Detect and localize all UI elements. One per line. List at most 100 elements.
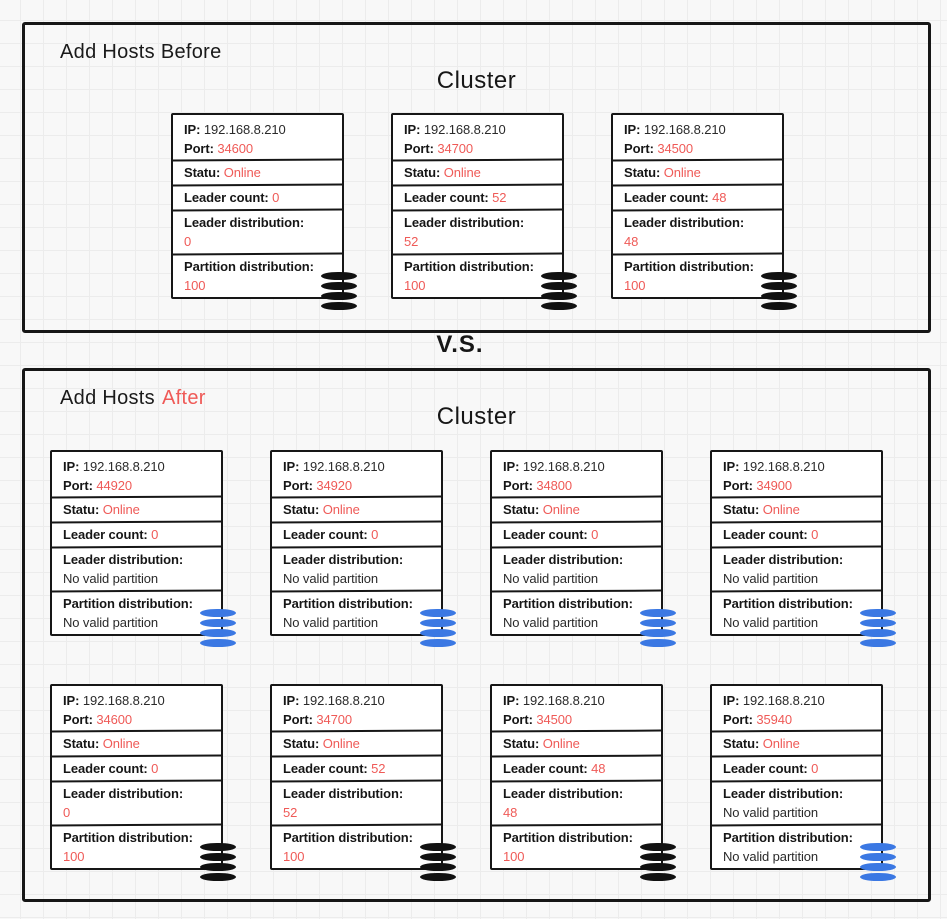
leader-distribution-value: No valid partition [283,571,379,586]
host-ip-port-block: IP: 192.168.8.210 Port: 34600 [173,115,342,159]
host-partition-distribution-block: Partition distribution: No valid partiti… [712,826,881,868]
host-card: IP: 192.168.8.210 Port: 34700 Statu: Onl… [391,113,577,310]
database-black-icon [200,842,236,881]
leader-distribution-value: No valid partition [503,571,599,586]
port-label: Port: [624,141,654,156]
leader-distribution-label: Leader distribution: [723,552,844,567]
ip-label: IP: [404,122,421,137]
host-ip-line: IP: 192.168.8.210 [63,457,217,476]
leader-count-value: 0 [151,527,159,542]
host-status-line: Statu: Online [492,732,661,755]
port-value: 34500 [536,712,573,727]
status-value: Online [102,736,140,751]
leader-distribution-label: Leader distribution: [63,552,184,567]
ip-value: 192.168.8.210 [742,693,825,708]
host-ip-line: IP: 192.168.8.210 [723,457,877,476]
host-card: IP: 192.168.8.210 Port: 34800 Statu: Onl… [490,450,676,647]
port-label: Port: [503,712,533,727]
host-port-line: Port: 44920 [63,476,217,495]
leader-distribution-value: No valid partition [723,805,819,820]
database-blue-icon [860,842,896,881]
host-status-line: Statu: Online [272,498,441,521]
host-ip-line: IP: 192.168.8.210 [184,120,338,139]
host-ip-line: IP: 192.168.8.210 [283,691,437,710]
leader-count-value: 52 [371,761,386,776]
port-label: Port: [404,141,434,156]
port-label: Port: [63,712,93,727]
host-status-line: Statu: Online [173,161,342,184]
host-ip-line: IP: 192.168.8.210 [283,457,437,476]
leader-count-value: 0 [272,190,280,205]
leader-distribution-value: 0 [184,234,192,249]
host-leader-distribution-block: Leader distribution: 0 [52,782,221,824]
database-black-icon [541,271,577,310]
host-card: IP: 192.168.8.210 Port: 35940 Statu: Onl… [710,684,896,881]
host-status-line: Statu: Online [393,161,562,184]
status-value: Online [762,502,800,517]
leader-distribution-value: 52 [283,805,298,820]
host-leader-distribution-block: Leader distribution: No valid partition [712,782,881,824]
ip-value: 192.168.8.210 [302,693,385,708]
host-leader-distribution-block: Leader distribution: No valid partition [52,548,221,590]
host-card: IP: 192.168.8.210 Port: 34600 Statu: Onl… [171,113,357,310]
host-card: IP: 192.168.8.210 Port: 34600 Statu: Onl… [50,684,236,881]
host-status-line: Statu: Online [272,732,441,755]
port-value: 34800 [536,478,573,493]
host-leader-count-line: Leader count: 0 [52,757,221,780]
partition-distribution-value: No valid partition [723,849,819,864]
leader-count-value: 0 [811,527,819,542]
host-port-line: Port: 34900 [723,476,877,495]
port-value: 34900 [756,478,793,493]
after-host-cards-row2: IP: 192.168.8.210 Port: 34600 Statu: Onl… [50,684,896,881]
host-port-line: Port: 34500 [624,139,778,158]
status-value: Online [102,502,140,517]
leader-distribution-label: Leader distribution: [404,215,525,230]
leader-distribution-label: Leader distribution: [283,552,404,567]
partition-distribution-label: Partition distribution: [283,596,413,611]
host-card: IP: 192.168.8.210 Port: 34500 Statu: Onl… [611,113,797,310]
host-ip-port-block: IP: 192.168.8.210 Port: 34500 [613,115,782,159]
port-value: 34600 [217,141,254,156]
host-status-line: Statu: Online [712,732,881,755]
vs-label: V.S. [436,331,484,358]
partition-distribution-label: Partition distribution: [624,259,754,274]
host-port-line: Port: 34800 [503,476,657,495]
leader-distribution-value: 52 [404,234,419,249]
leader-count-label: Leader count: [283,761,368,776]
status-value: Online [443,165,481,180]
partition-distribution-value: No valid partition [503,615,599,630]
host-leader-count-line: Leader count: 0 [173,186,342,209]
status-label: Statu: [503,736,540,751]
host-ip-line: IP: 192.168.8.210 [503,457,657,476]
host-status-line: Statu: Online [52,498,221,521]
host-ip-port-block: IP: 192.168.8.210 Port: 34700 [272,686,441,730]
partition-distribution-value: 100 [283,849,305,864]
host-port-line: Port: 35940 [723,710,877,729]
leader-count-label: Leader count: [624,190,709,205]
ip-value: 192.168.8.210 [423,122,506,137]
status-value: Online [542,502,580,517]
host-partition-distribution-block: Partition distribution: 100 [173,255,342,297]
host-port-line: Port: 34600 [63,710,217,729]
database-black-icon [420,842,456,881]
host-status-line: Statu: Online [52,732,221,755]
host-port-line: Port: 34500 [503,710,657,729]
leader-count-label: Leader count: [723,527,808,542]
ip-label: IP: [624,122,641,137]
host-leader-distribution-block: Leader distribution: 48 [492,782,661,824]
host-ip-port-block: IP: 192.168.8.210 Port: 35940 [712,686,881,730]
host-leader-count-line: Leader count: 48 [492,757,661,780]
database-blue-icon [860,608,896,647]
database-black-icon [640,842,676,881]
ip-label: IP: [63,693,80,708]
partition-distribution-label: Partition distribution: [723,830,853,845]
ip-label: IP: [184,122,201,137]
leader-count-value: 48 [712,190,727,205]
database-blue-icon [200,608,236,647]
host-card: IP: 192.168.8.210 Port: 34920 Statu: Onl… [270,450,456,647]
database-black-icon [761,271,797,310]
after-host-cards-row1: IP: 192.168.8.210 Port: 44920 Statu: Onl… [50,450,896,647]
after-title-text: Add Hosts [60,387,155,409]
port-value: 34700 [316,712,353,727]
before-title-text: Add Hosts Before [60,41,222,63]
